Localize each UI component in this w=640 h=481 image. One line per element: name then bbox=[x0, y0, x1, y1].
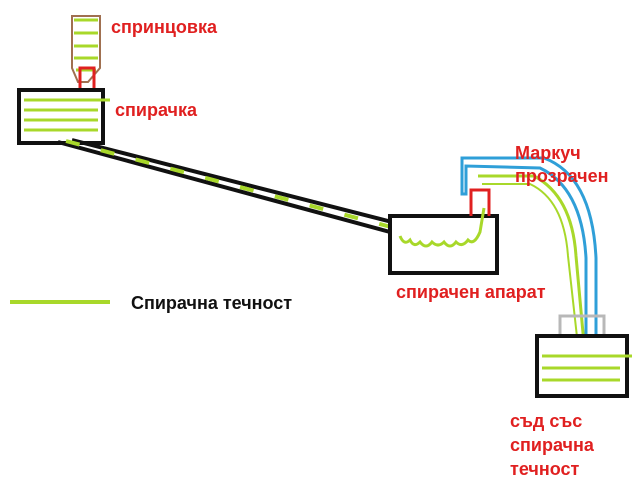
container-clamp bbox=[558, 314, 606, 338]
label-container-line1: съд със bbox=[510, 411, 583, 431]
syringe-outline bbox=[71, 15, 101, 83]
label-container: съд със спирачна течност bbox=[510, 409, 594, 481]
label-hose-line1: Маркуч bbox=[515, 143, 581, 163]
label-hose-line2: прозрачен bbox=[515, 166, 609, 186]
hose-fluid bbox=[478, 174, 588, 367]
label-syringe: спринцовка bbox=[111, 17, 217, 37]
label-container-line2: спирачна bbox=[510, 435, 594, 455]
bleeder-fitting bbox=[469, 188, 491, 216]
caliper-fluid bbox=[398, 207, 486, 248]
label-container-line3: течност bbox=[510, 459, 580, 479]
label-brake-lever: спирачка bbox=[115, 100, 197, 120]
hose-fluid-2 bbox=[482, 183, 581, 365]
brake-lever-reservoir bbox=[17, 88, 110, 145]
brake-caliper bbox=[388, 188, 499, 275]
label-caliper: спирачен апарат bbox=[396, 282, 546, 302]
fluid-container bbox=[535, 314, 632, 398]
syringe-fluid bbox=[74, 18, 98, 72]
syringe bbox=[71, 15, 101, 90]
syringe-fitting bbox=[78, 66, 96, 90]
brake-line bbox=[57, 138, 393, 234]
legend-fluid-label: Спирачна течност bbox=[131, 293, 293, 313]
